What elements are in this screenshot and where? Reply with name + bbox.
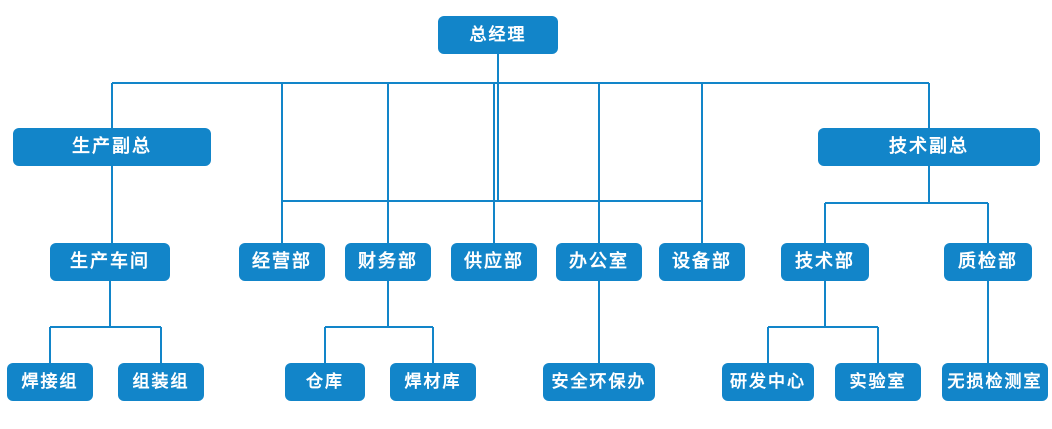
org-node-qc[interactable]: 质检部 — [944, 243, 1032, 281]
org-node-vp_prod[interactable]: 生产副总 — [13, 128, 211, 166]
org-node-label: 办公室 — [569, 251, 629, 272]
org-node-label: 生产副总 — [72, 136, 152, 157]
org-node-label: 实验室 — [849, 371, 907, 392]
org-node-label: 焊接组 — [21, 371, 79, 392]
org-node-assembly[interactable]: 组装组 — [118, 363, 204, 401]
org-node-label: 仓库 — [306, 371, 344, 392]
org-node-label: 财务部 — [358, 251, 418, 272]
org-node-vp_tech[interactable]: 技术副总 — [818, 128, 1040, 166]
org-node-label: 总经理 — [469, 24, 527, 45]
org-node-supply[interactable]: 供应部 — [451, 243, 537, 281]
org-node-label: 组装组 — [132, 371, 190, 392]
org-node-label: 焊材库 — [404, 371, 462, 392]
org-node-label: 质检部 — [958, 251, 1018, 272]
org-node-lab[interactable]: 实验室 — [835, 363, 921, 401]
org-node-label: 设备部 — [672, 251, 732, 272]
org-node-equipment[interactable]: 设备部 — [659, 243, 745, 281]
org-node-label: 安全环保办 — [551, 371, 647, 392]
org-node-office[interactable]: 办公室 — [556, 243, 642, 281]
org-node-rnd[interactable]: 研发中心 — [722, 363, 814, 401]
org-node-biz[interactable]: 经营部 — [239, 243, 325, 281]
org-node-weldstore[interactable]: 焊材库 — [390, 363, 476, 401]
org-node-techdept[interactable]: 技术部 — [781, 243, 869, 281]
org-node-label: 技术副总 — [889, 136, 969, 157]
org-node-safety[interactable]: 安全环保办 — [543, 363, 655, 401]
org-node-workshop[interactable]: 生产车间 — [50, 243, 170, 281]
org-node-label: 技术部 — [795, 251, 855, 272]
org-node-label: 生产车间 — [70, 251, 150, 272]
org-node-ndt[interactable]: 无损检测室 — [942, 363, 1048, 401]
org-node-label: 供应部 — [464, 251, 524, 272]
org-node-finance[interactable]: 财务部 — [345, 243, 431, 281]
org-node-label: 经营部 — [252, 251, 312, 272]
org-node-label: 无损检测室 — [947, 371, 1043, 392]
org-node-ceo[interactable]: 总经理 — [438, 16, 558, 54]
org-node-label: 研发中心 — [730, 371, 806, 392]
org-node-welding[interactable]: 焊接组 — [7, 363, 93, 401]
org-node-warehouse[interactable]: 仓库 — [285, 363, 365, 401]
